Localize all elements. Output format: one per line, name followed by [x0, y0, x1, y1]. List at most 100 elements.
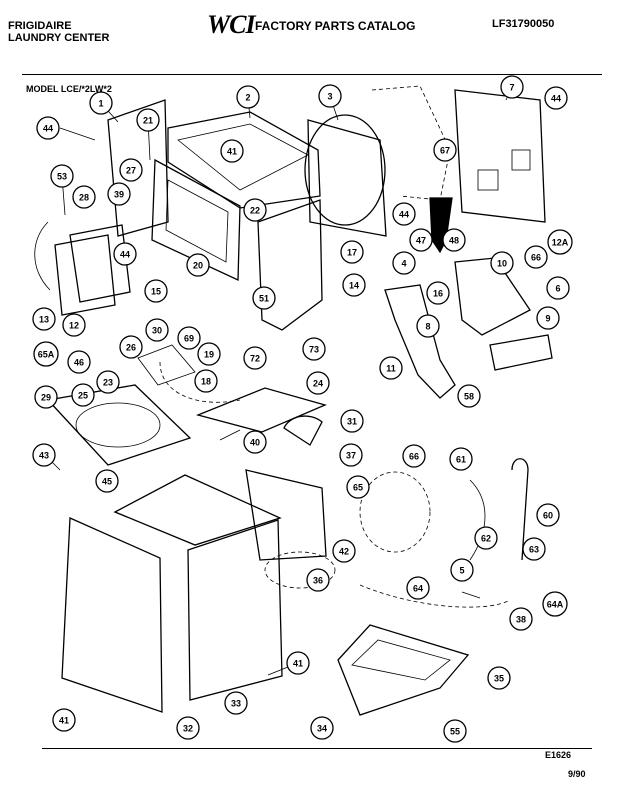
callout-balloon	[509, 607, 533, 631]
part-callout-31: 31	[340, 409, 364, 433]
callout-balloon	[107, 182, 131, 206]
part-callout-55: 55	[443, 719, 467, 743]
base-pan	[337, 624, 470, 716]
callout-balloon	[220, 139, 244, 163]
part-callout-7: 7	[500, 75, 524, 99]
callout-number: 1	[98, 99, 103, 109]
part-callout-48: 48	[442, 228, 466, 252]
callout-balloon	[243, 346, 267, 370]
callout-number: 30	[152, 326, 162, 336]
callout-balloon	[487, 666, 511, 690]
callout-balloon	[186, 253, 210, 277]
callout-balloon	[177, 326, 201, 350]
callout-number: 66	[531, 253, 541, 263]
part-callout-25: 25	[71, 383, 95, 407]
callout-number: 46	[74, 358, 84, 368]
part-callout-1: 1	[89, 91, 113, 115]
callout-number: 47	[416, 236, 426, 246]
callout-balloon	[544, 86, 568, 110]
part-callout-29: 29	[34, 385, 58, 409]
part-callout-4: 4	[392, 251, 416, 275]
callout-balloon	[342, 273, 366, 297]
drum-hidden-lines	[371, 85, 451, 201]
lower-cabinet-side	[187, 519, 283, 701]
callout-balloon	[236, 85, 260, 109]
motor-bracket	[454, 257, 531, 336]
callout-number: 25	[78, 391, 88, 401]
callout-number: 64	[413, 584, 423, 594]
callout-balloon	[402, 444, 426, 468]
part-callout-33: 33	[224, 691, 248, 715]
callout-number: 63	[529, 545, 539, 555]
callout-balloon	[500, 75, 524, 99]
callout-balloon	[36, 116, 60, 140]
part-callout-11: 11	[379, 356, 403, 380]
callout-balloon	[71, 383, 95, 407]
callout-balloon	[306, 371, 330, 395]
callout-number: 13	[39, 315, 49, 325]
part-callout-60: 60	[536, 503, 560, 527]
part-callout-2: 2	[236, 85, 260, 109]
callout-number: 40	[250, 438, 260, 448]
callout-balloon	[310, 716, 334, 740]
hose-connection-dashed	[359, 584, 511, 608]
callout-balloon	[113, 242, 137, 266]
callout-number: 20	[193, 261, 203, 271]
part-callout-69: 69	[177, 326, 201, 350]
part-callout-15: 15	[144, 279, 168, 303]
callout-number: 44	[551, 94, 561, 104]
part-callout-32: 32	[176, 716, 200, 740]
part-callout-44: 44	[36, 116, 60, 140]
callout-number: 3	[327, 92, 332, 102]
part-callout-13: 13	[32, 307, 56, 331]
page-date: 9/90	[568, 769, 586, 779]
callout-number: 51	[259, 294, 269, 304]
part-callout-12a: 12A	[547, 229, 573, 255]
callout-balloon	[252, 286, 276, 310]
callout-balloon	[306, 568, 330, 592]
callout-number: 48	[449, 236, 459, 246]
callout-number: 18	[201, 377, 211, 387]
callout-number: 39	[114, 190, 124, 200]
callout-balloon	[542, 591, 568, 617]
dryer-drum-rear	[304, 114, 386, 226]
part-callout-28: 28	[72, 185, 96, 209]
callout-balloon	[62, 313, 86, 337]
upper-cabinet-top	[167, 111, 321, 209]
callout-balloon	[194, 369, 218, 393]
product-line: LAUNDRY CENTER	[8, 32, 110, 44]
part-callout-16: 16	[426, 281, 450, 305]
callout-number: 27	[126, 166, 136, 176]
callout-number: 55	[450, 727, 460, 737]
callout-number: 32	[183, 724, 193, 734]
callout-number: 36	[313, 576, 323, 586]
callout-balloon	[52, 708, 76, 732]
base-pan-recess	[351, 639, 451, 681]
callout-number: 16	[433, 289, 443, 299]
callout-balloon	[302, 337, 326, 361]
part-callout-12: 12	[62, 313, 86, 337]
callout-balloon	[144, 279, 168, 303]
part-callout-34: 34	[310, 716, 334, 740]
part-callout-30: 30	[145, 318, 169, 342]
part-callout-40: 40	[243, 430, 267, 454]
part-callout-64: 64	[406, 576, 430, 600]
callout-balloon	[474, 526, 498, 550]
part-callout-62: 62	[474, 526, 498, 550]
callout-number: 28	[79, 193, 89, 203]
callout-balloon	[406, 576, 430, 600]
callout-number: 12	[69, 321, 79, 331]
callout-balloon	[339, 443, 363, 467]
callout-balloon	[32, 307, 56, 331]
callout-number: 26	[126, 343, 136, 353]
part-callout-67: 67	[433, 138, 457, 162]
part-callout-41: 41	[286, 651, 310, 675]
part-callout-23: 23	[96, 370, 120, 394]
dryer-door	[54, 234, 116, 316]
callout-number: 22	[250, 206, 260, 216]
catalog-title: FACTORY PARTS CATALOG	[255, 19, 416, 33]
footer-rule	[42, 748, 592, 749]
callout-number: 62	[481, 534, 491, 544]
part-callout-51: 51	[252, 286, 276, 310]
callout-balloon	[450, 558, 474, 582]
